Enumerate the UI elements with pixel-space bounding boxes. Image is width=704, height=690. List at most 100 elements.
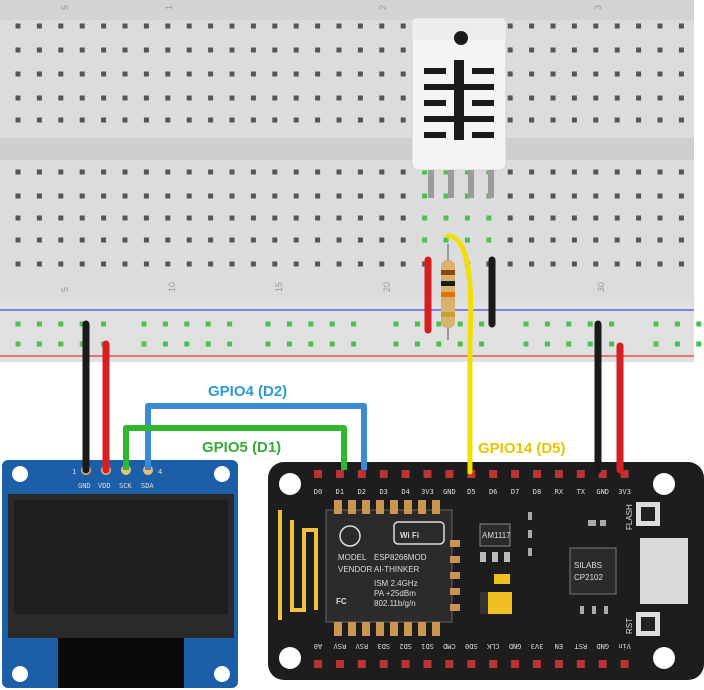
- breadboard-hole: [36, 169, 42, 175]
- esp-vendor-value: AI-THINKER: [374, 565, 420, 574]
- esp-ce-mark-icon: [339, 525, 361, 547]
- breadboard-hole: [550, 71, 556, 77]
- nodemcu-pin-label: SD3: [377, 642, 390, 650]
- breadboard-hole: [208, 95, 214, 101]
- breadboard-hole: [315, 169, 321, 175]
- breadboard-hole: [308, 341, 314, 347]
- resistor: [441, 244, 455, 340]
- nodemcu-pin-label: D6: [489, 488, 497, 496]
- nodemcu-pin-label: A0: [314, 642, 322, 650]
- nodemcu-pin: [576, 660, 585, 668]
- breadboard-hole: [443, 169, 449, 175]
- breadboard-hole: [101, 71, 107, 77]
- col-num-top-1: 1: [164, 5, 174, 10]
- breadboard-hole: [15, 169, 21, 175]
- breadboard-hole: [507, 71, 513, 77]
- breadboard-hole: [205, 321, 211, 327]
- nodemcu-pin-label: TX: [577, 488, 586, 496]
- regulator-label: AM1117: [482, 531, 511, 540]
- usb-chip-label-2: CP2102: [574, 573, 603, 582]
- breadboard-hole: [464, 237, 470, 243]
- breadboard-hole: [566, 341, 572, 347]
- gpio14-label: GPIO14 (D5): [478, 440, 566, 457]
- breadboard-hole: [379, 261, 385, 267]
- nodemcu-pin: [401, 660, 410, 668]
- breadboard-hole: [79, 341, 85, 347]
- breadboard-hole: [250, 23, 256, 29]
- breadboard-hole: [636, 71, 642, 77]
- breadboard-hole: [593, 47, 599, 53]
- breadboard-hole: [678, 169, 684, 175]
- breadboard-hole: [696, 321, 702, 327]
- breadboard-hole: [15, 215, 21, 221]
- oled-pin-vdd: VDD: [98, 482, 111, 490]
- breadboard-hole: [315, 117, 321, 123]
- breadboard-hole: [293, 193, 299, 199]
- voltage-regulator: [479, 523, 511, 547]
- breadboard-hole: [208, 47, 214, 53]
- breadboard-hole: [265, 341, 271, 347]
- nodemcu-pin: [335, 470, 344, 478]
- breadboard-hole: [507, 193, 513, 199]
- breadboard-hole: [609, 321, 615, 327]
- breadboard-hole: [593, 237, 599, 243]
- breadboard-hole: [208, 23, 214, 29]
- breadboard-hole: [143, 169, 149, 175]
- breadboard-hole: [227, 321, 233, 327]
- breadboard-hole: [293, 23, 299, 29]
- breadboard-hole: [36, 215, 42, 221]
- breadboard-hole: [636, 215, 642, 221]
- breadboard-hole: [422, 215, 428, 221]
- nodemcu-pin: [533, 470, 541, 478]
- breadboard-hole: [79, 23, 85, 29]
- breadboard-hole: [293, 47, 299, 53]
- breadboard-hole: [286, 321, 292, 327]
- breadboard-hole: [379, 237, 385, 243]
- breadboard-hole: [678, 23, 684, 29]
- breadboard-hole: [571, 193, 577, 199]
- rst-button-label: RST: [625, 618, 634, 634]
- breadboard-hole: [101, 23, 107, 29]
- breadboard-hole: [186, 117, 192, 123]
- oled-display: 1 4 GND VDD SCK SDA: [2, 460, 238, 688]
- breadboard-hole: [422, 169, 428, 175]
- nodemcu-pin-label: SD1: [421, 642, 434, 650]
- breadboard-hole: [351, 321, 357, 327]
- nodemcu-pin: [314, 470, 322, 478]
- breadboard-hole: [272, 215, 278, 221]
- nodemcu-pin-label: CLK: [486, 642, 499, 650]
- breadboard-hole: [400, 237, 406, 243]
- breadboard-hole: [186, 193, 192, 199]
- breadboard-hole: [205, 341, 211, 347]
- breadboard-hole: [653, 341, 659, 347]
- col-num-top-2: 2: [378, 5, 388, 10]
- breadboard-hole: [79, 193, 85, 199]
- breadboard-hole: [393, 321, 399, 327]
- breadboard-hole: [250, 261, 256, 267]
- breadboard-hole: [15, 47, 21, 53]
- gpio14-wire: [445, 233, 474, 475]
- breadboard-hole: [571, 215, 577, 221]
- breadboard-hole: [614, 193, 620, 199]
- breadboard-hole: [422, 237, 428, 243]
- breadboard-hole: [678, 117, 684, 123]
- nodemcu-pin: [489, 660, 498, 668]
- breadboard-hole: [143, 71, 149, 77]
- breadboard-hole: [674, 321, 680, 327]
- col-num-bottom-10: 10: [167, 282, 177, 292]
- breadboard-hole: [186, 71, 192, 77]
- breadboard-hole: [308, 321, 314, 327]
- breadboard-hole: [636, 117, 642, 123]
- breadboard-hole: [79, 215, 85, 221]
- breadboard-column-numbers: 5 1 2 3 5 10 15 20 30: [60, 5, 606, 292]
- nodemcu-pin-label: GND: [443, 488, 456, 496]
- nodemcu-pin: [445, 470, 454, 478]
- usb-uart-chip: [569, 547, 617, 595]
- breadboard-hole: [36, 95, 42, 101]
- breadboard-hole: [15, 95, 21, 101]
- breadboard-hole: [696, 341, 702, 347]
- usb-chip-label-1: SILABS: [574, 561, 602, 570]
- breadboard-hole: [315, 237, 321, 243]
- breadboard-hole: [400, 71, 406, 77]
- breadboard-hole: [550, 261, 556, 267]
